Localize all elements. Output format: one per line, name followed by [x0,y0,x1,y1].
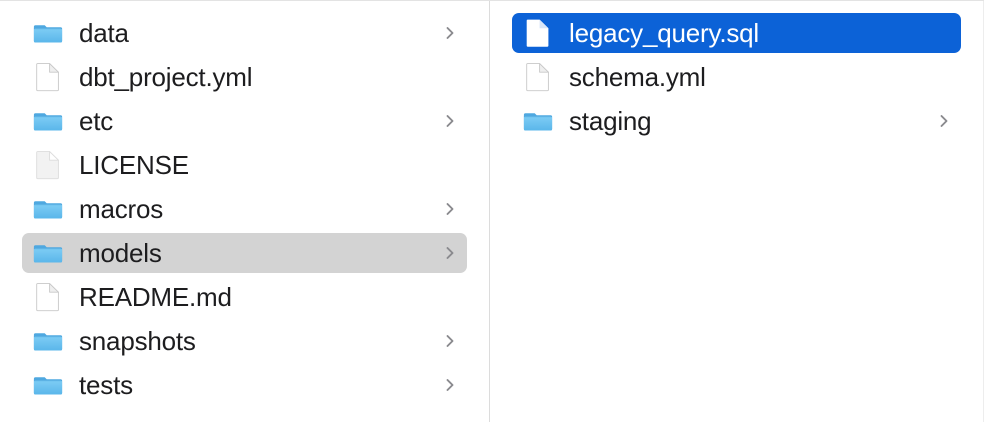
list-item-label: tests [79,370,133,400]
list-item-label: macros [79,194,164,224]
chevron-right-icon[interactable] [443,375,457,395]
list-item[interactable]: dbt_project.yml [0,55,489,99]
finder-column-child[interactable]: legacy_query.sql schema.yml [490,1,984,422]
list-item[interactable]: data [0,11,489,55]
folder-icon [33,194,63,224]
list-item[interactable]: staging [490,99,983,143]
document-icon [523,18,553,48]
document-icon [33,282,63,312]
list-item-label: data [79,18,129,48]
document-icon [33,62,63,92]
chevron-right-icon[interactable] [443,199,457,219]
list-item[interactable]: schema.yml [490,55,983,99]
chevron-right-icon[interactable] [443,331,457,351]
list-item-label: LICENSE [79,150,189,180]
finder-column-parent[interactable]: data dbt_project.yml [0,1,490,422]
folder-icon [523,106,553,136]
list-item[interactable]: README.md [0,275,489,319]
plain-file-icon [33,150,63,180]
folder-icon [33,326,63,356]
chevron-right-icon[interactable] [443,23,457,43]
folder-icon [33,106,63,136]
list-item[interactable]: tests [0,363,489,407]
document-icon [523,62,553,92]
list-item-label: legacy_query.sql [569,18,759,48]
list-item-label: staging [569,106,652,136]
list-item[interactable]: snapshots [0,319,489,363]
folder-icon [33,238,63,268]
folder-icon [33,18,63,48]
list-item-label: README.md [79,282,232,312]
list-item-label: schema.yml [569,62,706,92]
list-item-label: etc [79,106,114,136]
list-item[interactable]: etc [0,99,489,143]
list-item-selected-models[interactable]: models [0,231,489,275]
list-item-selected-legacy-query[interactable]: legacy_query.sql [490,11,983,55]
chevron-right-icon[interactable] [443,243,457,263]
list-item-label: snapshots [79,326,196,356]
list-item[interactable]: LICENSE [0,143,489,187]
chevron-right-icon[interactable] [443,111,457,131]
chevron-right-icon[interactable] [937,111,951,131]
folder-icon [33,370,63,400]
list-item-label: dbt_project.yml [79,62,253,92]
list-item-label: models [79,238,162,268]
list-item[interactable]: macros [0,187,489,231]
